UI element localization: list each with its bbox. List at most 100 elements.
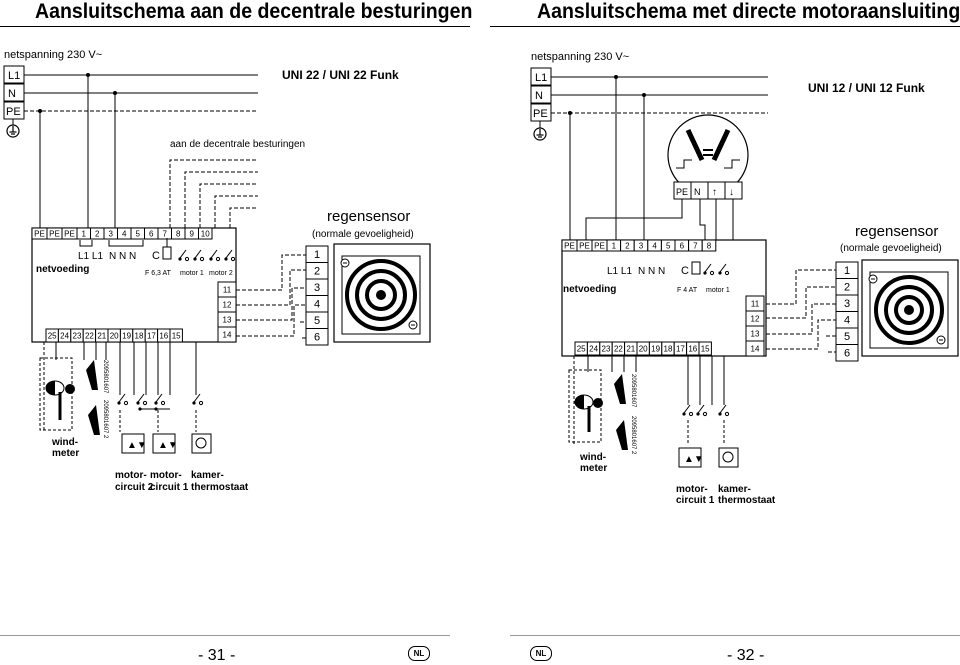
right-switch-icon: [717, 404, 730, 417]
right-terminal-label: 16: [688, 344, 697, 353]
right-thermostat-label-2: thermostaat: [718, 495, 776, 506]
left-terminal-label: 12: [223, 300, 232, 309]
left-language-badge: NL: [408, 646, 430, 661]
right-terminal-label: 18: [664, 344, 673, 353]
right-title-rule: [490, 26, 960, 27]
right-sensor-terminal-label-box: [835, 344, 859, 362]
left-thermostat-icon: [195, 437, 207, 449]
right-netvoeding-label: netvoeding: [563, 284, 616, 295]
left-terminal-label: PE: [34, 229, 45, 238]
right-terminal-label: 15: [701, 344, 710, 353]
left-windmeter-frame: [39, 357, 73, 431]
left-terminal-label: 18: [135, 331, 144, 340]
left-relay-switch-icon: [192, 249, 205, 262]
left-relay-switch-icon: [223, 249, 236, 262]
right-windmeter-label-1: wind-: [579, 452, 606, 463]
left-sensor-terminal-label: 2: [314, 266, 320, 278]
right-terminal-label: 7: [693, 241, 698, 250]
right-diagram: netspanning 230 V~ L1 N PE UNI 12 / UNI …: [530, 51, 959, 506]
right-terminal-label: 3: [639, 241, 644, 250]
left-switch-icon: [191, 393, 204, 406]
left-line-pe: PE: [6, 106, 21, 118]
right-motor-circuit-1-label-2: circuit 1: [676, 495, 715, 506]
right-terminal-label: 12: [751, 314, 760, 323]
left-sensor-icon: [86, 360, 100, 435]
right-terminal-label: 5: [666, 241, 671, 250]
right-terminal-label-box: [745, 340, 765, 357]
left-motor-circuit-2-label-1: motor-: [115, 470, 147, 481]
left-line-l1: L1: [8, 70, 20, 82]
right-terminal-label: 13: [751, 329, 760, 338]
left-relay-switch-icon: [208, 249, 221, 262]
left-terminal-label: 7: [163, 229, 168, 238]
left-switch-icon: [116, 393, 129, 406]
left-terminal-label: 9: [190, 229, 195, 238]
right-page-number: - 32 -: [727, 647, 765, 664]
left-motor-circuit-1-label-1: motor-: [150, 470, 182, 481]
right-common-term: C: [681, 265, 689, 277]
left-sensitivity-label: (normale gevoeligheid): [312, 229, 414, 240]
right-controller-board: [561, 239, 767, 357]
left-relay-switch-icon: [177, 249, 190, 262]
right-sensor-code-1: 2095801607: [630, 374, 636, 408]
left-terminal-label: 17: [147, 331, 156, 340]
left-thermostat-box: [191, 433, 212, 454]
right-motor-term-pe: PE: [676, 187, 688, 197]
right-line-n: N: [535, 90, 543, 102]
left-sensor-terminal-label-box: [305, 328, 329, 346]
right-thermostat-box: [718, 447, 739, 468]
left-terminal-label: 1: [82, 229, 87, 238]
right-rain-sensor-device: [861, 259, 959, 357]
left-common-term: C: [152, 250, 160, 262]
right-switch-icon: [681, 404, 694, 417]
left-sensor-terminal-label: 6: [314, 332, 320, 344]
left-line-n: N: [8, 88, 16, 100]
right-supply-terms-a: L1 L1: [607, 266, 632, 277]
right-sensor-terminal-label: 1: [844, 265, 850, 277]
right-terminal-label: 8: [707, 241, 712, 250]
left-supply-terms-b: N N N: [109, 251, 136, 262]
left-terminal-label: 16: [159, 331, 168, 340]
left-terminal-label: 22: [85, 331, 94, 340]
right-terminal-label: PE: [564, 241, 575, 250]
left-terminal-label: PE: [49, 229, 60, 238]
left-sensor-code-1: 2095801607: [102, 360, 108, 394]
right-thermostat-label-1: kamer-: [718, 484, 751, 495]
right-sensor-terminal-label: 6: [844, 348, 850, 360]
anemometer-icon: [45, 380, 75, 420]
right-motor-terminals: PE N ↑ ↓: [676, 182, 734, 199]
left-terminal-label: 24: [60, 331, 69, 340]
left-terminal-label-box: [198, 227, 213, 240]
right-terminal-label: 20: [639, 344, 648, 353]
left-fuse-icon: [162, 246, 172, 260]
right-relay-switch-icon: [702, 263, 715, 276]
left-bottom-wires: [43, 342, 197, 432]
right-terminal-label: 4: [652, 241, 657, 250]
left-updown-icon: ▲▼: [127, 440, 147, 451]
right-terminal-label: 22: [614, 344, 623, 353]
left-model-label: UNI 22 / UNI 22 Funk: [282, 68, 399, 82]
left-terminal-label-box: [169, 328, 183, 343]
right-line-l1: L1: [535, 72, 547, 84]
right-sensor-terminal-label: 5: [844, 331, 850, 343]
right-motor-term-n: N: [694, 187, 701, 197]
anemometer-icon: [574, 394, 603, 432]
left-sensor-terminal-label: 3: [314, 282, 320, 294]
right-terminal-label: 6: [680, 241, 685, 250]
right-ground-icon: [533, 127, 547, 141]
right-motor-circuit-1-label-1: motor-: [676, 484, 708, 495]
left-terminal-label: 11: [223, 285, 232, 294]
right-switch-icon: [695, 404, 708, 417]
right-thermostat-icon: [722, 451, 734, 463]
left-terminal-label: 10: [201, 229, 210, 238]
left-thermostat-label-2: thermostaat: [191, 482, 249, 493]
left-terminal-label-box: [217, 326, 237, 343]
right-fuse-label: F 4 AT: [677, 287, 698, 294]
right-updown-icon: ▲▼: [684, 454, 704, 465]
left-terminal-label: 14: [223, 330, 232, 339]
right-terminal-label: PE: [594, 241, 605, 250]
